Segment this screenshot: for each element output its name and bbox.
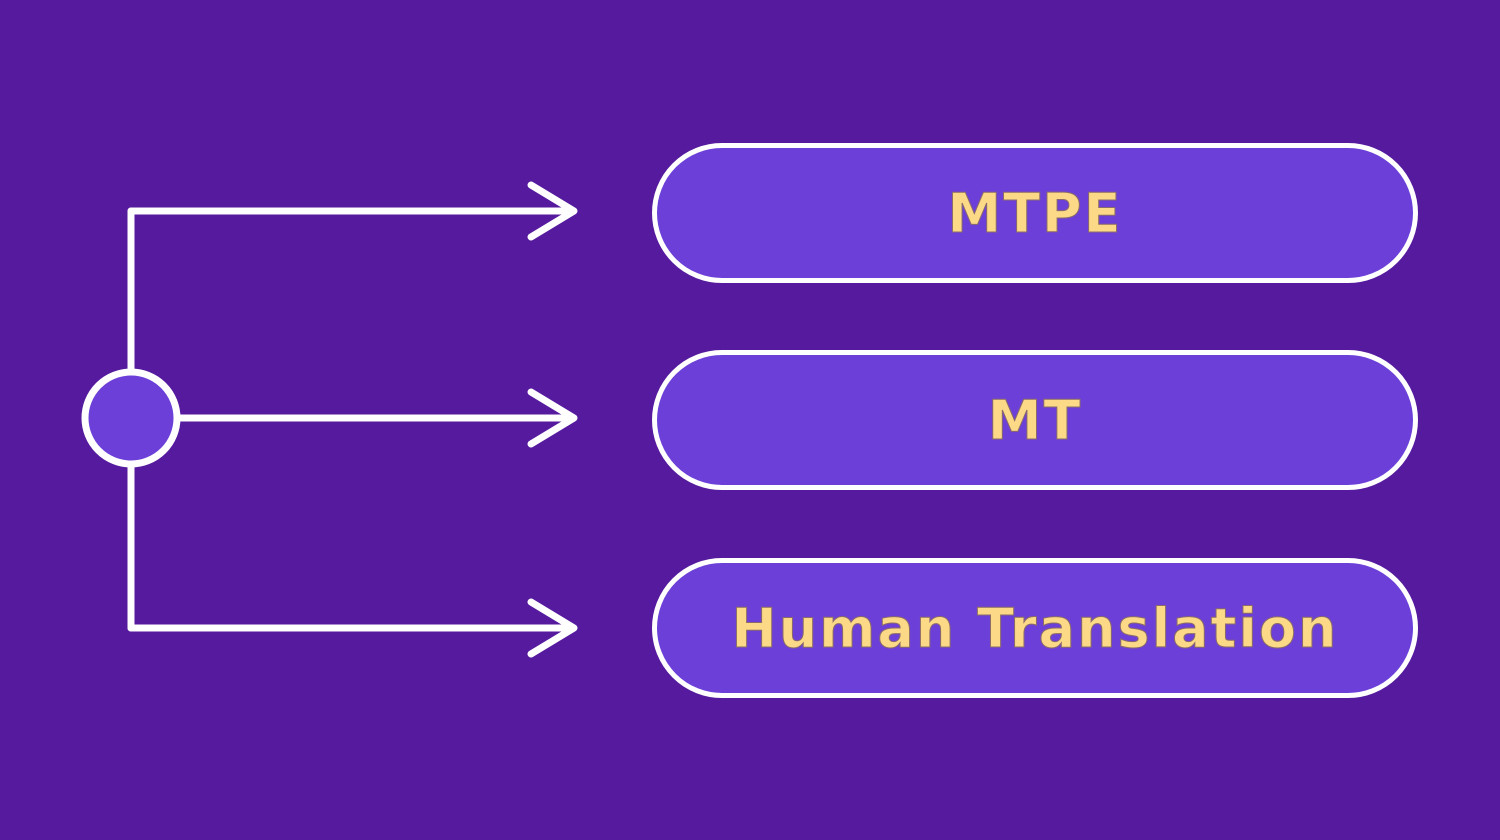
option-mtpe: MTPE [652,143,1418,283]
option-label: Human Translation [731,596,1339,660]
arrow-head-icon [527,388,578,448]
arrow-head-icon [527,598,578,658]
origin-node [81,368,181,468]
option-label: MT [987,388,1083,452]
option-human-translation: Human Translation [652,558,1418,698]
arrow-head-icon [527,181,578,241]
option-label: MTPE [947,181,1123,245]
option-mt: MT [652,350,1418,490]
